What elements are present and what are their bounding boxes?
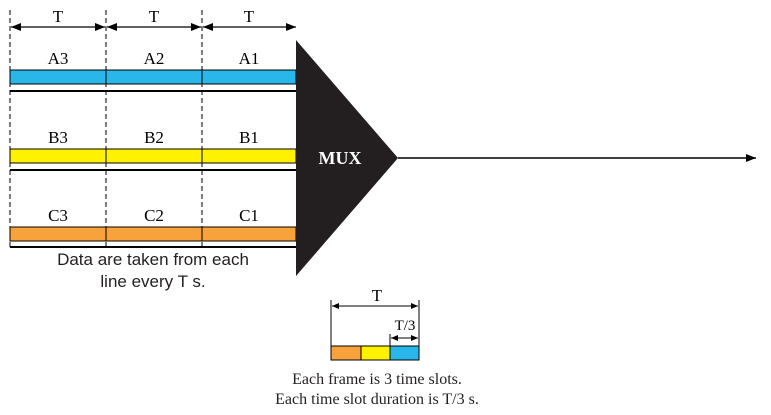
period-label: T [149, 7, 160, 26]
slot-label-b2: B2 [144, 128, 164, 147]
slot-label-a3: A3 [48, 49, 69, 68]
caption-left-line-1: Data are taken from each [57, 250, 249, 269]
line-b-bar [9, 148, 297, 164]
caption-bottom-line-1: Each frame is 3 time slots. [292, 371, 462, 388]
line-c-bar [9, 226, 297, 242]
slot-label-a1: A1 [239, 49, 260, 68]
slot-duration-label: T/3 [395, 318, 416, 334]
period-boundaries [9, 10, 203, 248]
frame-illustration: T T/3 [330, 286, 420, 361]
slot-label-a2: A2 [144, 49, 165, 68]
period-label: T [53, 7, 64, 26]
caption-bottom-line-2: Each time slot duration is T/3 s. [275, 391, 479, 408]
frame-slot-b [360, 345, 391, 361]
slot-label-b1: B1 [239, 128, 259, 147]
line-c: C3 C2 C1 [9, 206, 297, 248]
frame-slot-c [330, 345, 362, 361]
period-label: T [244, 7, 255, 26]
slot-label-c2: C2 [144, 206, 164, 225]
slot-label-c3: C3 [48, 206, 68, 225]
slot-label-b3: B3 [48, 128, 68, 147]
frame-period-label: T [372, 286, 383, 305]
mux-block: MUX [296, 40, 398, 276]
line-a-bar [9, 69, 297, 85]
caption-left-line-2: line every T s. [100, 272, 205, 291]
mux-label: MUX [319, 148, 362, 168]
slot-label-c1: C1 [239, 206, 259, 225]
mux-triangle [296, 40, 398, 276]
frame-slot-a [389, 345, 420, 361]
line-b: B3 B2 B1 [9, 128, 297, 171]
line-a: A3 A2 A1 [9, 49, 297, 92]
